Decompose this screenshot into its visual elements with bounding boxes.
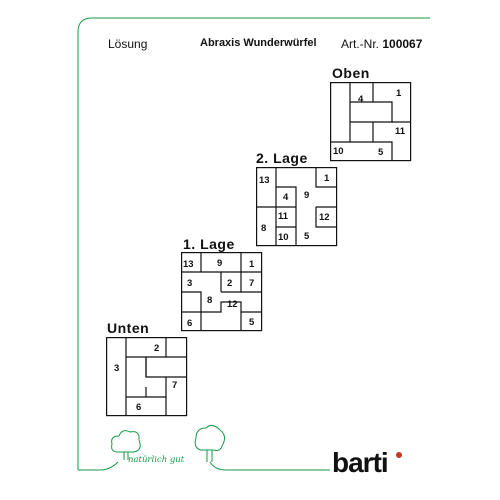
layer-label-oben: Oben — [332, 65, 370, 81]
layer-label-lage1: 1. Lage — [183, 236, 235, 252]
piece-number: 10 — [278, 232, 289, 243]
product-title: Abraxis Wunderwürfel — [200, 37, 317, 49]
piece-number: 3 — [187, 278, 192, 289]
piece-number: 9 — [217, 258, 222, 269]
puzzle-oben: 4 1 11 10 5 — [330, 82, 412, 162]
puzzle-lage1: 13 9 1 3 2 7 8 12 6 5 — [181, 252, 263, 332]
piece-number: 8 — [261, 223, 266, 234]
piece-number: 7 — [172, 380, 177, 391]
article-number: Art.-Nr. 100067 — [341, 37, 422, 55]
piece-number: 5 — [378, 147, 384, 158]
tree-icon — [111, 430, 141, 460]
piece-number: 1 — [324, 173, 330, 184]
piece-number: 13 — [183, 259, 194, 270]
piece-number: 3 — [114, 363, 119, 374]
article-number-value: 100067 — [382, 37, 423, 51]
piece-number: 6 — [136, 402, 141, 413]
puzzle-lage2: 13 1 4 9 11 12 8 10 5 — [256, 167, 338, 247]
piece-number: 12 — [319, 212, 330, 223]
piece-number: 11 — [395, 126, 406, 137]
logo-mark-icon — [396, 452, 402, 458]
slogan: natürlich gut — [128, 455, 185, 465]
puzzle-unten: 2 3 7 6 — [106, 337, 188, 417]
piece-number: 1 — [249, 259, 255, 270]
piece-number: 8 — [207, 295, 212, 306]
piece-number: 10 — [333, 146, 344, 157]
piece-number: 7 — [249, 278, 254, 289]
solution-label: Lösung — [108, 37, 148, 51]
layer-label-unten: Unten — [107, 320, 150, 336]
piece-number: 11 — [278, 211, 289, 222]
piece-number: 12 — [227, 299, 238, 310]
brand-logo: barti — [332, 447, 389, 478]
piece-number: 1 — [396, 88, 402, 99]
piece-number: 5 — [304, 231, 310, 242]
piece-number: 9 — [304, 190, 309, 201]
piece-number: 4 — [358, 94, 364, 105]
piece-number: 6 — [187, 318, 192, 329]
piece-number: 2 — [154, 343, 159, 354]
piece-number: 4 — [283, 192, 289, 203]
piece-number: 13 — [259, 175, 270, 186]
tree-icon — [194, 424, 226, 462]
layer-label-lage2: 2. Lage — [256, 150, 308, 166]
piece-number: 2 — [227, 278, 232, 289]
piece-number: 5 — [249, 317, 255, 328]
article-number-prefix: Art.-Nr. — [341, 37, 379, 51]
